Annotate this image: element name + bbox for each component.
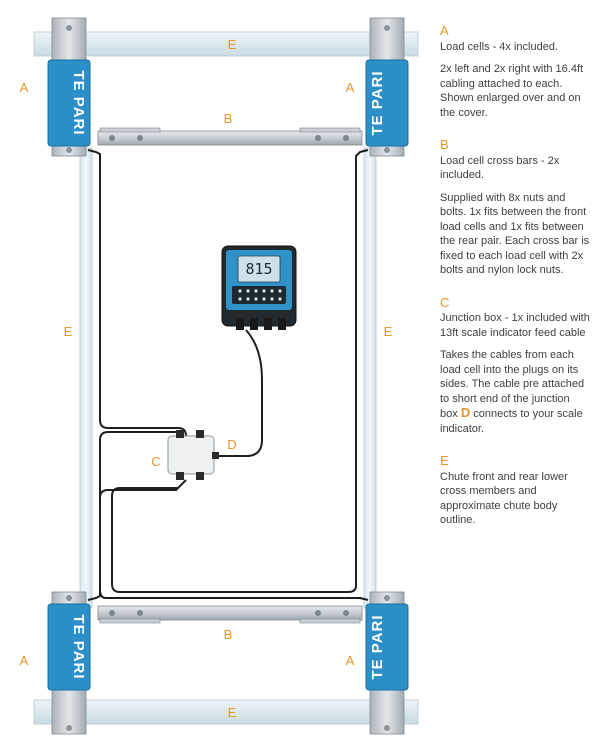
label-a-bottom-left: A [20, 653, 29, 668]
load-cell-top-left: TE PARI [47, 17, 91, 157]
scale-indicator: 815 [221, 245, 297, 330]
legend-inline-letter: D [460, 405, 471, 420]
chute-diagram: TE PARI TE PARI TE PARI TE PARI [20, 17, 419, 735]
legend-title: Chute front and rear lower cross members… [440, 470, 568, 527]
label-a-bottom-right: A [346, 653, 355, 668]
indicator-reading: 815 [245, 260, 272, 278]
label-d: D [227, 437, 236, 452]
brand-text: TE PARI [70, 614, 87, 679]
bottom-load-cell-cross-bar [97, 605, 363, 624]
legend-body: Takes the cables from each load cell int… [440, 348, 590, 436]
label-b-top: B [224, 111, 233, 126]
legend-body-after: connects to your scale indicator. [440, 408, 583, 435]
legend-section-a: A Load cells - 4x included. 2x left and … [440, 23, 590, 120]
legend-panel: A Load cells - 4x included. 2x left and … [440, 23, 590, 546]
legend-letter: E [440, 453, 449, 468]
bottom-cross-member [33, 699, 419, 725]
brand-text: TE PARI [70, 70, 87, 135]
label-e-bottom: E [228, 705, 237, 720]
legend-section-c: C Junction box - 1x included with 13ft s… [440, 294, 590, 437]
label-b-bottom: B [224, 627, 233, 642]
left-rail [79, 147, 93, 609]
label-a-top-left: A [20, 80, 29, 95]
brand-text: TE PARI [369, 614, 386, 679]
top-cross-member [33, 31, 419, 57]
label-e-left: E [64, 324, 73, 339]
top-load-cell-cross-bar [97, 127, 363, 146]
legend-letter: A [440, 23, 449, 38]
legend-letter: C [440, 294, 450, 310]
legend-letter: B [440, 137, 449, 152]
legend-body: 2x left and 2x right with 16.4ft cabling… [440, 63, 584, 119]
load-cell-bottom-right: TE PARI [365, 591, 409, 735]
load-cell-cables [87, 149, 369, 601]
legend-title: Junction box - 1x included with 13ft sca… [440, 312, 590, 339]
right-rail [363, 147, 377, 609]
label-a-top-right: A [346, 80, 355, 95]
label-e-top: E [228, 37, 237, 52]
load-cell-bottom-left: TE PARI [47, 591, 91, 735]
legend-section-b: B Load cell cross bars - 2x included. Su… [440, 137, 590, 278]
legend-title: Load cell cross bars - 2x included. [440, 154, 560, 182]
label-e-right: E [384, 324, 393, 339]
legend-body: Supplied with 8x nuts and bolts. 1x fits… [440, 191, 590, 277]
legend-title: Load cells - 4x included. [440, 40, 559, 53]
legend-section-e: E Chute front and rear lower cross membe… [440, 453, 590, 528]
label-c: C [151, 454, 160, 469]
load-cell-top-right: TE PARI [365, 17, 409, 157]
legend-body-before: Takes the cables from each load cell int… [440, 349, 585, 420]
junction-box [167, 430, 219, 480]
brand-text: TE PARI [369, 70, 386, 135]
